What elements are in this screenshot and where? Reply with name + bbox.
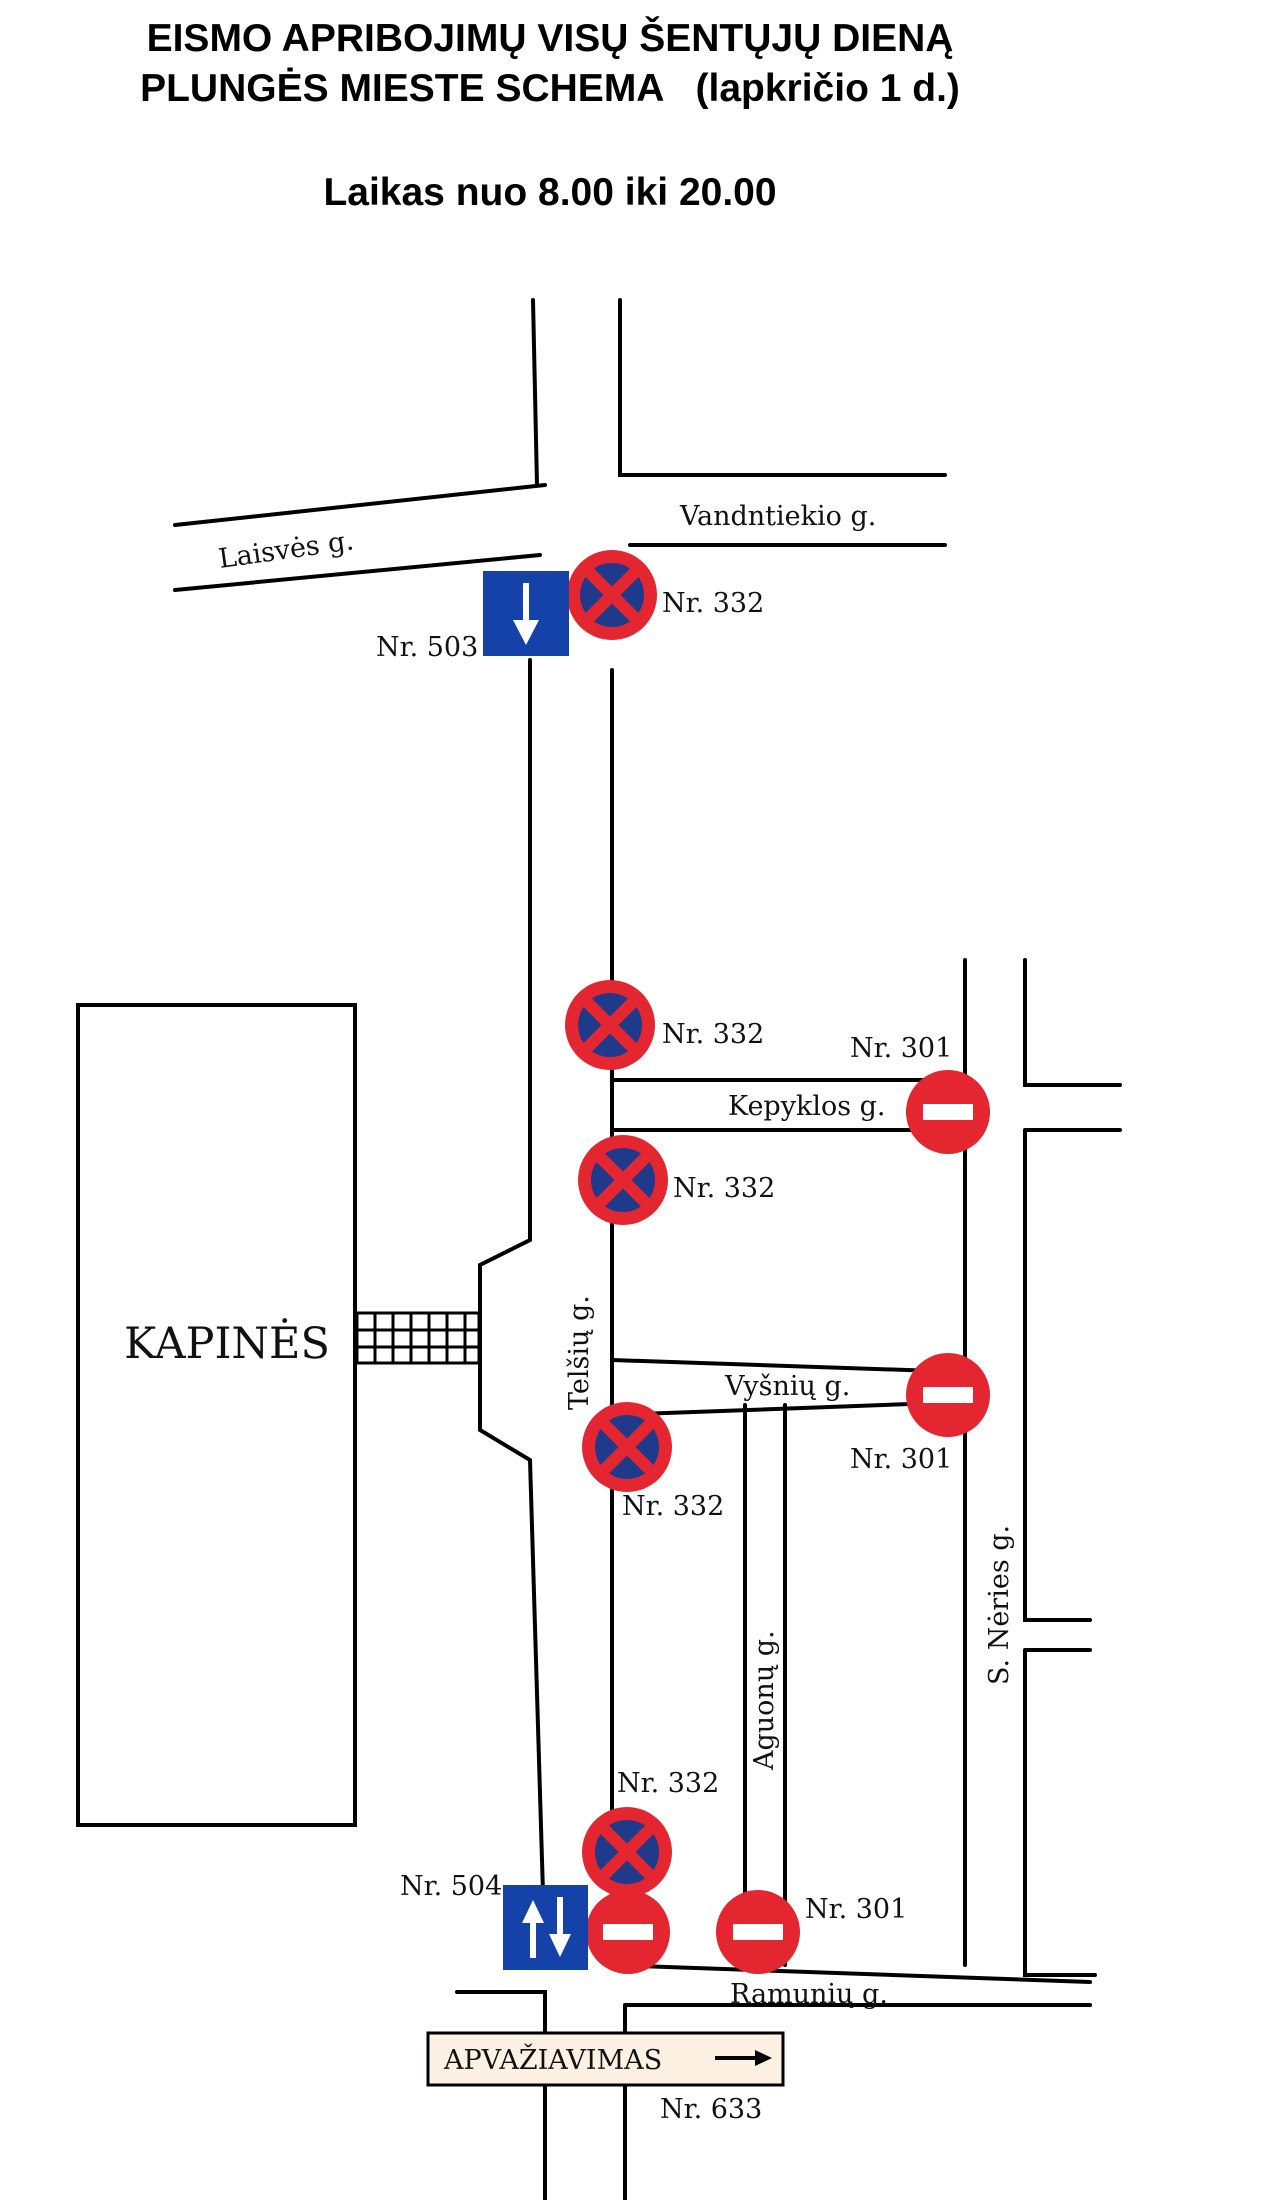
sign-label-504: Nr. 504: [400, 1871, 502, 1902]
no-stopping-sign-icon: [578, 1135, 668, 1225]
detour-sign-text: APVAŽIAVIMAS: [443, 2043, 662, 2076]
sign-label-301: Nr. 301: [850, 1444, 952, 1475]
street-label-laisves: Laisvės g.: [217, 525, 356, 575]
street-label-s-neries: S. Nėries g.: [984, 1525, 1015, 1685]
title-line-1: EISMO APRIBOJIMŲ VISŲ ŠENTŲJŲ DIENĄ: [146, 17, 954, 60]
cemetery-area: KAPINĖS: [76, 1003, 481, 1827]
detour-sign: APVAŽIAVIMAS: [426, 2031, 785, 2087]
sign-label-332: Nr. 332: [662, 1019, 764, 1050]
no-entry-sign-icon: [906, 1070, 990, 1154]
sign-label-301: Nr. 301: [805, 1894, 907, 1925]
sign-label-503: Nr. 503: [376, 632, 478, 663]
sign-label-332: Nr. 332: [617, 1768, 719, 1799]
cemetery-entrance-grid: [355, 1311, 481, 1365]
no-entry-sign-icon: [906, 1353, 990, 1437]
street-label-telsiu: Telšių g.: [564, 1295, 595, 1410]
right-arrow-icon: [715, 2050, 772, 2066]
sign-label-332: Nr. 332: [662, 588, 764, 619]
cemetery-label: KAPINĖS: [124, 1318, 330, 1369]
street-label-aguonu: Aguonų g.: [749, 1630, 780, 1771]
time-range-text: Laikas nuo 8.00 iki 20.00: [323, 171, 777, 214]
sign-label-633: Nr. 633: [660, 2094, 762, 2125]
no-entry-sign-icon: [586, 1890, 670, 1974]
sign-label-332: Nr. 332: [622, 1491, 724, 1522]
no-stopping-sign-icon: [582, 1402, 672, 1492]
street-label-kepyklos: Kepyklos g.: [728, 1091, 886, 1122]
sign-label-301: Nr. 301: [850, 1033, 952, 1064]
one-way-down-arrow-icon: [483, 571, 569, 656]
no-entry-sign-icon: [716, 1890, 800, 1974]
sign-label-332: Nr. 332: [673, 1173, 775, 1204]
street-label-vandentiekio: Vandntiekio g.: [679, 501, 876, 532]
two-way-traffic-arrows-icon: [503, 1885, 588, 1970]
no-stopping-sign-icon: [582, 1807, 672, 1897]
street-label-vysniu: Vyšnių g.: [724, 1371, 850, 1402]
street-label-ramuniu: Ramunių g.: [730, 1979, 888, 2010]
no-stopping-sign-icon: [567, 550, 657, 640]
no-stopping-sign-icon: [565, 980, 655, 1070]
title-line-2: PLUNGĖS MIESTE SCHEMA (lapkričio 1 d.): [140, 67, 960, 110]
